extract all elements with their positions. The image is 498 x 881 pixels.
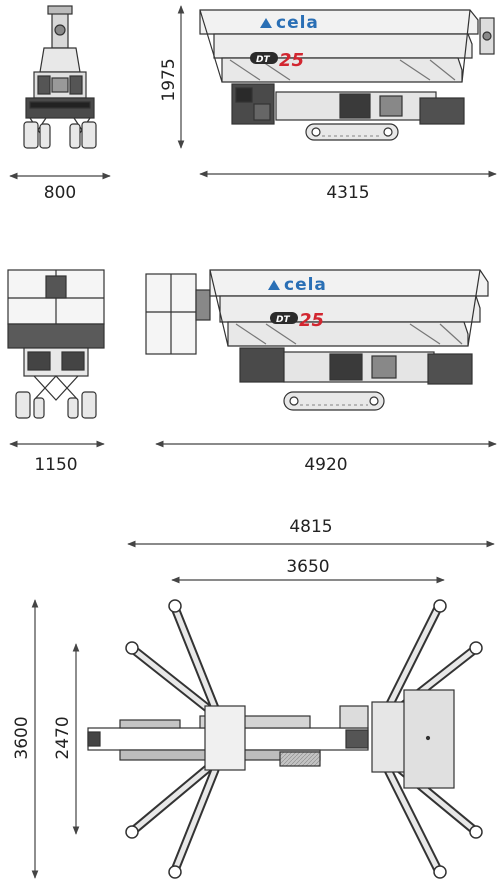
extended-side-view: cela DT 25 [145, 269, 489, 411]
brand-logo-extended: cela [284, 275, 327, 295]
front-width-label-stowed: 800 [44, 183, 76, 203]
model-mark-stowed: DT [256, 55, 270, 65]
outrigger-span-outer-label: 4815 [289, 517, 332, 537]
outrigger-span-inner-label: 3650 [286, 557, 329, 577]
stowed-front-view [23, 5, 97, 149]
outrigger-width-outer-label: 3600 [12, 716, 32, 759]
front-width-label-extended: 1150 [34, 455, 77, 475]
side-length-label-stowed: 4315 [326, 183, 369, 203]
side-length-label-extended: 4920 [304, 455, 347, 475]
extended-front-view [7, 269, 105, 419]
outrigger-width-inner-label: 2470 [53, 716, 73, 759]
top-view [87, 599, 483, 879]
brand-drop-icon-extended [268, 280, 280, 290]
stowed-side-view: cela DT 25 [199, 9, 495, 141]
brand-logo-stowed: cela [276, 13, 319, 33]
height-label-stowed: 1975 [159, 58, 179, 101]
brand-drop-icon-stowed [260, 18, 272, 28]
model-number-extended: 25 [299, 310, 324, 331]
model-mark-extended: DT [276, 315, 290, 325]
model-number-stowed: 25 [279, 50, 304, 71]
